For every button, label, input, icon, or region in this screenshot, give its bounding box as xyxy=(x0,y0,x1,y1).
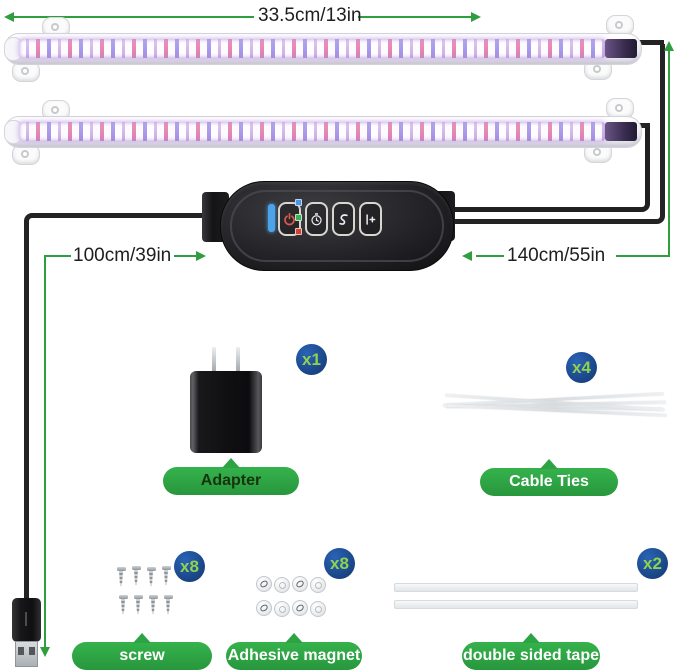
dimension-line xyxy=(616,255,669,257)
red-status-light xyxy=(295,228,302,235)
end-connector xyxy=(605,39,637,58)
screw-label: screw xyxy=(72,633,212,670)
quantity-badge: x8 xyxy=(174,551,205,582)
power-icon xyxy=(284,212,295,225)
quantity-badge: x2 xyxy=(637,548,668,579)
dimension-line xyxy=(10,16,254,18)
quantity-badge: x1 xyxy=(296,344,327,375)
dimension-line xyxy=(174,255,197,257)
dimension-line xyxy=(358,16,473,18)
usb-plug-body xyxy=(12,598,41,642)
quantity-badge: x4 xyxy=(566,352,597,383)
double-sided-tape-label-text: double sided tape xyxy=(462,647,599,664)
adapter-prong xyxy=(236,347,240,373)
dimension-line xyxy=(44,255,46,648)
strip-length-label: 33.5cm/13in xyxy=(258,5,362,26)
dimension-line xyxy=(45,255,71,257)
power-cable xyxy=(636,123,650,128)
usb-contact-slot xyxy=(18,647,24,655)
mounting-tab xyxy=(42,100,70,121)
adhesive-magnet-label: Adhesive magnet xyxy=(226,633,362,670)
led-array xyxy=(19,122,605,141)
arrow-left-icon xyxy=(462,251,472,261)
indicator-bar xyxy=(268,204,275,232)
end-connector xyxy=(605,122,637,141)
power-cable xyxy=(636,40,664,45)
brightness-button xyxy=(359,202,382,236)
controller xyxy=(220,181,454,271)
dimension-line xyxy=(476,255,504,257)
cycle-mode-button xyxy=(332,202,355,236)
arrow-right-icon xyxy=(471,12,481,22)
blue-status-light xyxy=(295,199,302,206)
tape-strip xyxy=(394,583,638,592)
brightness-plus-icon xyxy=(366,213,376,225)
arrow-up-icon xyxy=(664,41,674,51)
quantity-badge: x8 xyxy=(324,548,355,579)
cable-ties-label: Cable Ties xyxy=(480,459,618,496)
dimension-line xyxy=(668,50,670,257)
timer-icon xyxy=(311,212,322,225)
strip-housing xyxy=(4,116,642,148)
usb-contact-slot xyxy=(29,647,35,655)
adapter-graphic xyxy=(190,371,262,453)
arrow-left-icon xyxy=(4,12,14,22)
adapter-label-text: Adapter xyxy=(200,472,262,489)
arrow-down-icon xyxy=(40,647,50,657)
mounting-tab xyxy=(42,17,70,38)
controller-ring xyxy=(230,190,444,262)
power-cable xyxy=(452,127,650,212)
green-status-light xyxy=(295,214,302,221)
strip-housing xyxy=(4,33,642,65)
adhesive-magnet-label-text: Adhesive magnet xyxy=(227,647,361,664)
adapter-prong xyxy=(212,347,216,373)
led-array xyxy=(19,39,605,58)
double-sided-tape-label: double sided tape xyxy=(462,633,600,670)
cycle-icon xyxy=(339,213,348,225)
right-cable-length-label: 140cm/55in xyxy=(507,245,606,266)
timer-button xyxy=(305,202,328,236)
arrow-right-icon xyxy=(196,251,206,261)
cable-ties-label-text: Cable Ties xyxy=(509,473,589,490)
power-cable xyxy=(452,44,665,224)
adapter-label: Adapter xyxy=(163,458,299,495)
tape-strip xyxy=(394,600,638,609)
usb-cable xyxy=(24,213,206,603)
mounting-tab xyxy=(606,15,634,36)
left-cable-length-label: 100cm/39in xyxy=(73,245,172,266)
power-button xyxy=(278,202,301,236)
screw-label-text: screw xyxy=(119,647,165,664)
